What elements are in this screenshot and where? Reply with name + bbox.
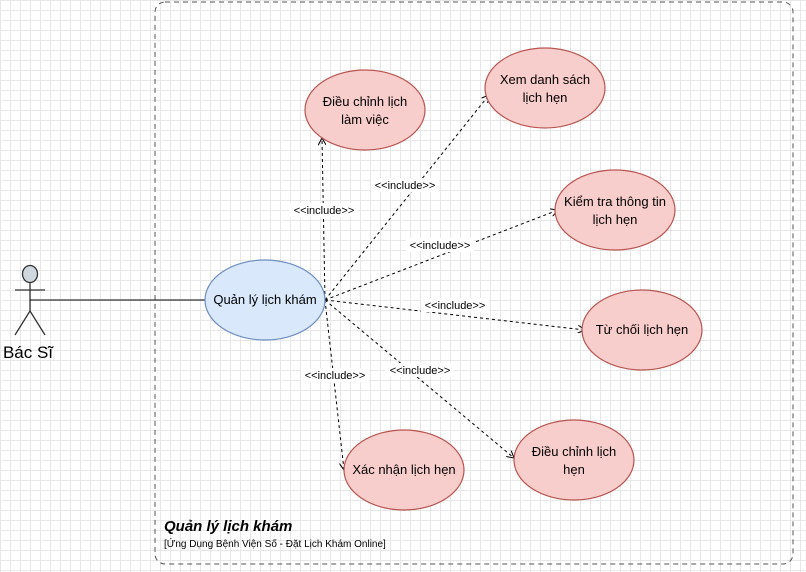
use-case-ellipse: [581, 289, 703, 371]
use-case-tu-choi-lich-hen[interactable]: Từ chối lịch hẹn: [581, 289, 703, 371]
include-arrow-xac-nhan-lich-hen[interactable]: [324, 299, 344, 470]
use-case-label: lịch hẹn: [593, 212, 638, 227]
use-case-quan-ly-lich-kham[interactable]: Quản lý lịch khám: [204, 259, 326, 341]
use-case-label: Quản lý lịch khám: [213, 292, 316, 307]
use-case-label: làm việc: [341, 112, 389, 127]
use-case-ellipse: [304, 69, 426, 151]
include-label: <<include>>: [375, 180, 436, 192]
use-case-label: Xem danh sách: [500, 72, 590, 87]
use-case-label: Điều chỉnh lịch: [532, 444, 617, 459]
actor-name: Bác Sĩ: [3, 343, 54, 362]
actor-right-leg: [29, 310, 46, 336]
include-relations: [322, 95, 585, 470]
use-case-label: Kiểm tra thông tin: [564, 194, 666, 209]
include-label: <<include>>: [410, 240, 471, 252]
system-boundary[interactable]: [154, 1, 794, 565]
include-arrow-dieu-chinh-lich-hen[interactable]: [324, 299, 514, 458]
use-case-xac-nhan-lich-hen[interactable]: Xác nhận lịch hẹn: [343, 429, 465, 511]
actor-left-leg: [14, 310, 31, 336]
actor-bac-si[interactable]: Bác Sĩ: [3, 264, 54, 363]
use-case-xem-danh-sach-lich-hen[interactable]: Xem danh sách lịch hẹn: [484, 47, 606, 129]
use-case-ellipse: [204, 259, 326, 341]
include-arrow-kiem-tra-thong-tin-lich-hen[interactable]: [324, 210, 558, 301]
use-case-ellipse: [554, 169, 676, 251]
include-label: <<include>>: [305, 370, 366, 382]
use-case-label: lịch hẹn: [523, 90, 568, 105]
use-case-ellipse: [484, 47, 606, 129]
system-subtitle: [Ứng Dụng Bệnh Viện Số - Đặt Lịch Khám O…: [164, 537, 386, 550]
use-case-label: hẹn: [563, 462, 585, 477]
include-arrow-tu-choi-lich-hen[interactable]: [324, 299, 585, 330]
use-case-label: Từ chối lịch hẹn: [596, 322, 689, 337]
include-labels: <<include>> <<include>> <<include>> <<in…: [290, 178, 489, 382]
include-arrow-xem-danh-sach-lich-hen[interactable]: [324, 95, 489, 301]
system-title: Quản lý lịch khám: [164, 518, 292, 535]
use-case-label: Điều chỉnh lịch: [323, 94, 408, 109]
include-arrow-dieu-chinh-lich-lam-viec[interactable]: [322, 138, 325, 301]
include-label: <<include>>: [390, 365, 451, 377]
use-case-dieu-chinh-lich-lam-viec[interactable]: Điều chỉnh lịch làm việc: [304, 69, 426, 151]
actor-head: [21, 264, 39, 284]
include-label: <<include>>: [425, 300, 486, 312]
use-case-label: Xác nhận lịch hẹn: [352, 462, 455, 477]
use-case-kiem-tra-thong-tin-lich-hen[interactable]: Kiểm tra thông tin lịch hẹn: [554, 169, 676, 251]
use-case-ellipse: [513, 419, 635, 501]
use-case-ellipse: [343, 429, 465, 511]
include-label: <<include>>: [294, 205, 355, 217]
use-case-dieu-chinh-lich-hen[interactable]: Điều chỉnh lịch hẹn: [513, 419, 635, 501]
